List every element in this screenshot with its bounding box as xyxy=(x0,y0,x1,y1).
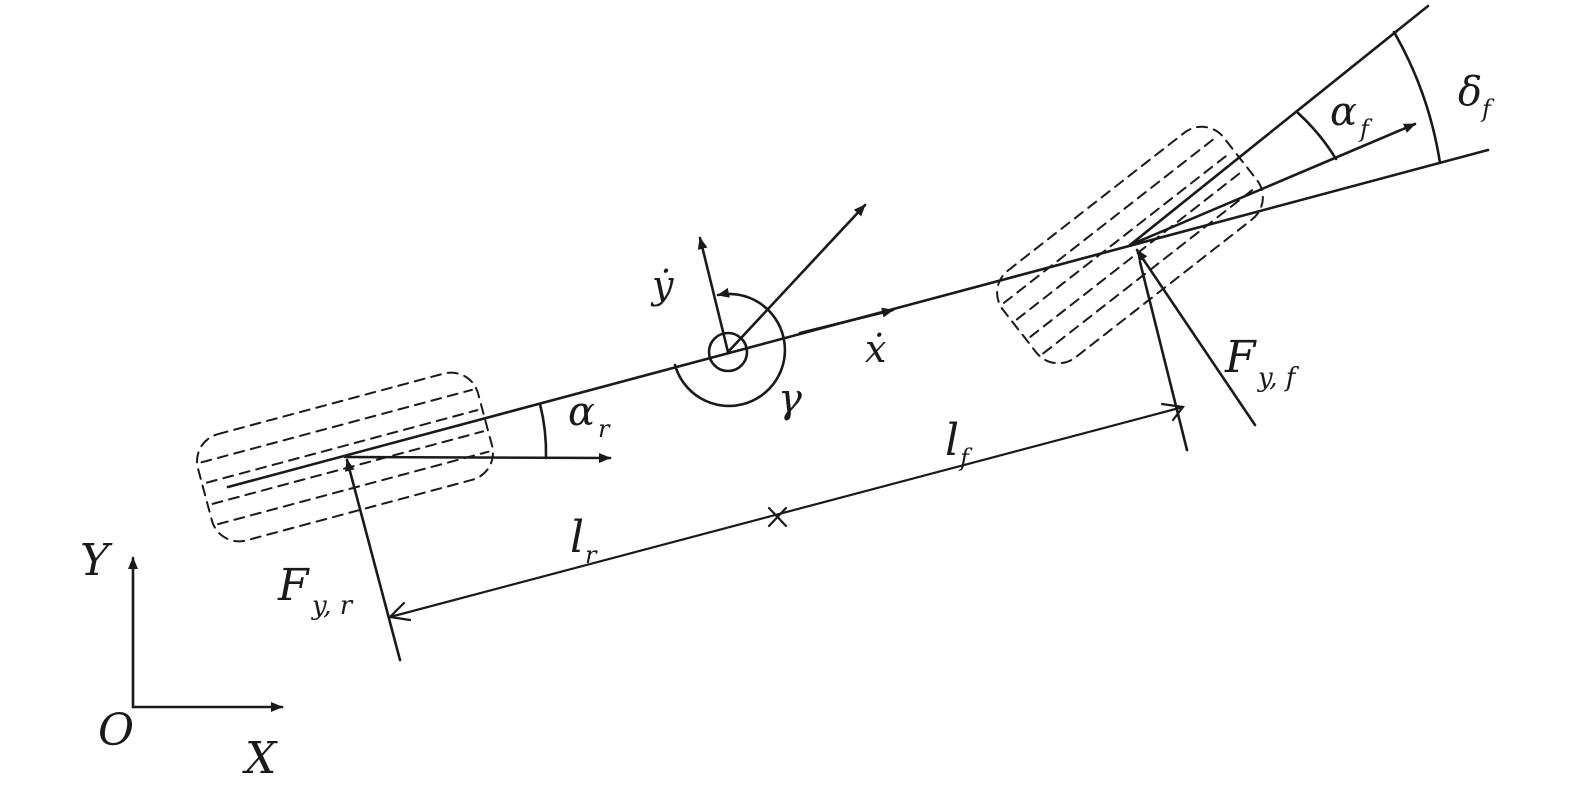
yaw-rate-arc xyxy=(673,287,787,408)
label-alpha-r-sub: r xyxy=(598,415,611,443)
center-of-gravity xyxy=(707,331,749,373)
velocity-arrow xyxy=(726,203,867,354)
label-alpha-f-sub: f xyxy=(1358,115,1373,143)
wheelbase-arrowhead-front xyxy=(1160,402,1186,422)
label-alpha-f: α xyxy=(1330,89,1357,135)
label-gamma: γ xyxy=(778,376,802,422)
label-l-f-sub: f xyxy=(958,444,973,472)
alpha-r-arc xyxy=(538,402,548,460)
alpha-f-arc xyxy=(1296,111,1338,161)
label-F-yr-sub: y, r xyxy=(311,591,354,621)
label-F-yr: F xyxy=(277,560,310,611)
label-delta-f-sub: f xyxy=(1480,95,1495,123)
label-F-yf-sub: y, f xyxy=(1257,363,1300,393)
rear-lateral-force-arrow xyxy=(344,458,402,662)
label-axis-Y: Y xyxy=(80,535,113,586)
label-axis-X: X xyxy=(242,733,278,784)
delta-f-arc xyxy=(1392,30,1442,165)
label-delta-f: δ xyxy=(1458,69,1482,115)
y-dot-arrow xyxy=(697,236,730,354)
label-F-yf: F xyxy=(1224,332,1257,383)
front-lateral-force-arrow xyxy=(1135,248,1257,427)
wheelbase-dimension-line xyxy=(388,405,1185,619)
rear-velocity-arrow xyxy=(343,452,612,463)
x-dot-arrow xyxy=(798,307,895,335)
front-velocity-arrow xyxy=(1128,122,1417,247)
cg-tick-b xyxy=(767,506,788,528)
label-l-r: l xyxy=(570,512,584,563)
label-alpha-r: α xyxy=(568,389,595,435)
label-origin: O xyxy=(98,705,134,756)
label-l-r-sub: r xyxy=(585,541,598,569)
wheelbase-arrowhead-rear xyxy=(387,601,412,622)
label-y-dot: ẏ xyxy=(650,263,674,307)
label-l-f: l xyxy=(945,415,959,466)
label-x-dot: ẋ xyxy=(865,327,886,371)
front-wheelbase-extension xyxy=(1138,260,1189,452)
front-steer-line xyxy=(1128,4,1430,247)
